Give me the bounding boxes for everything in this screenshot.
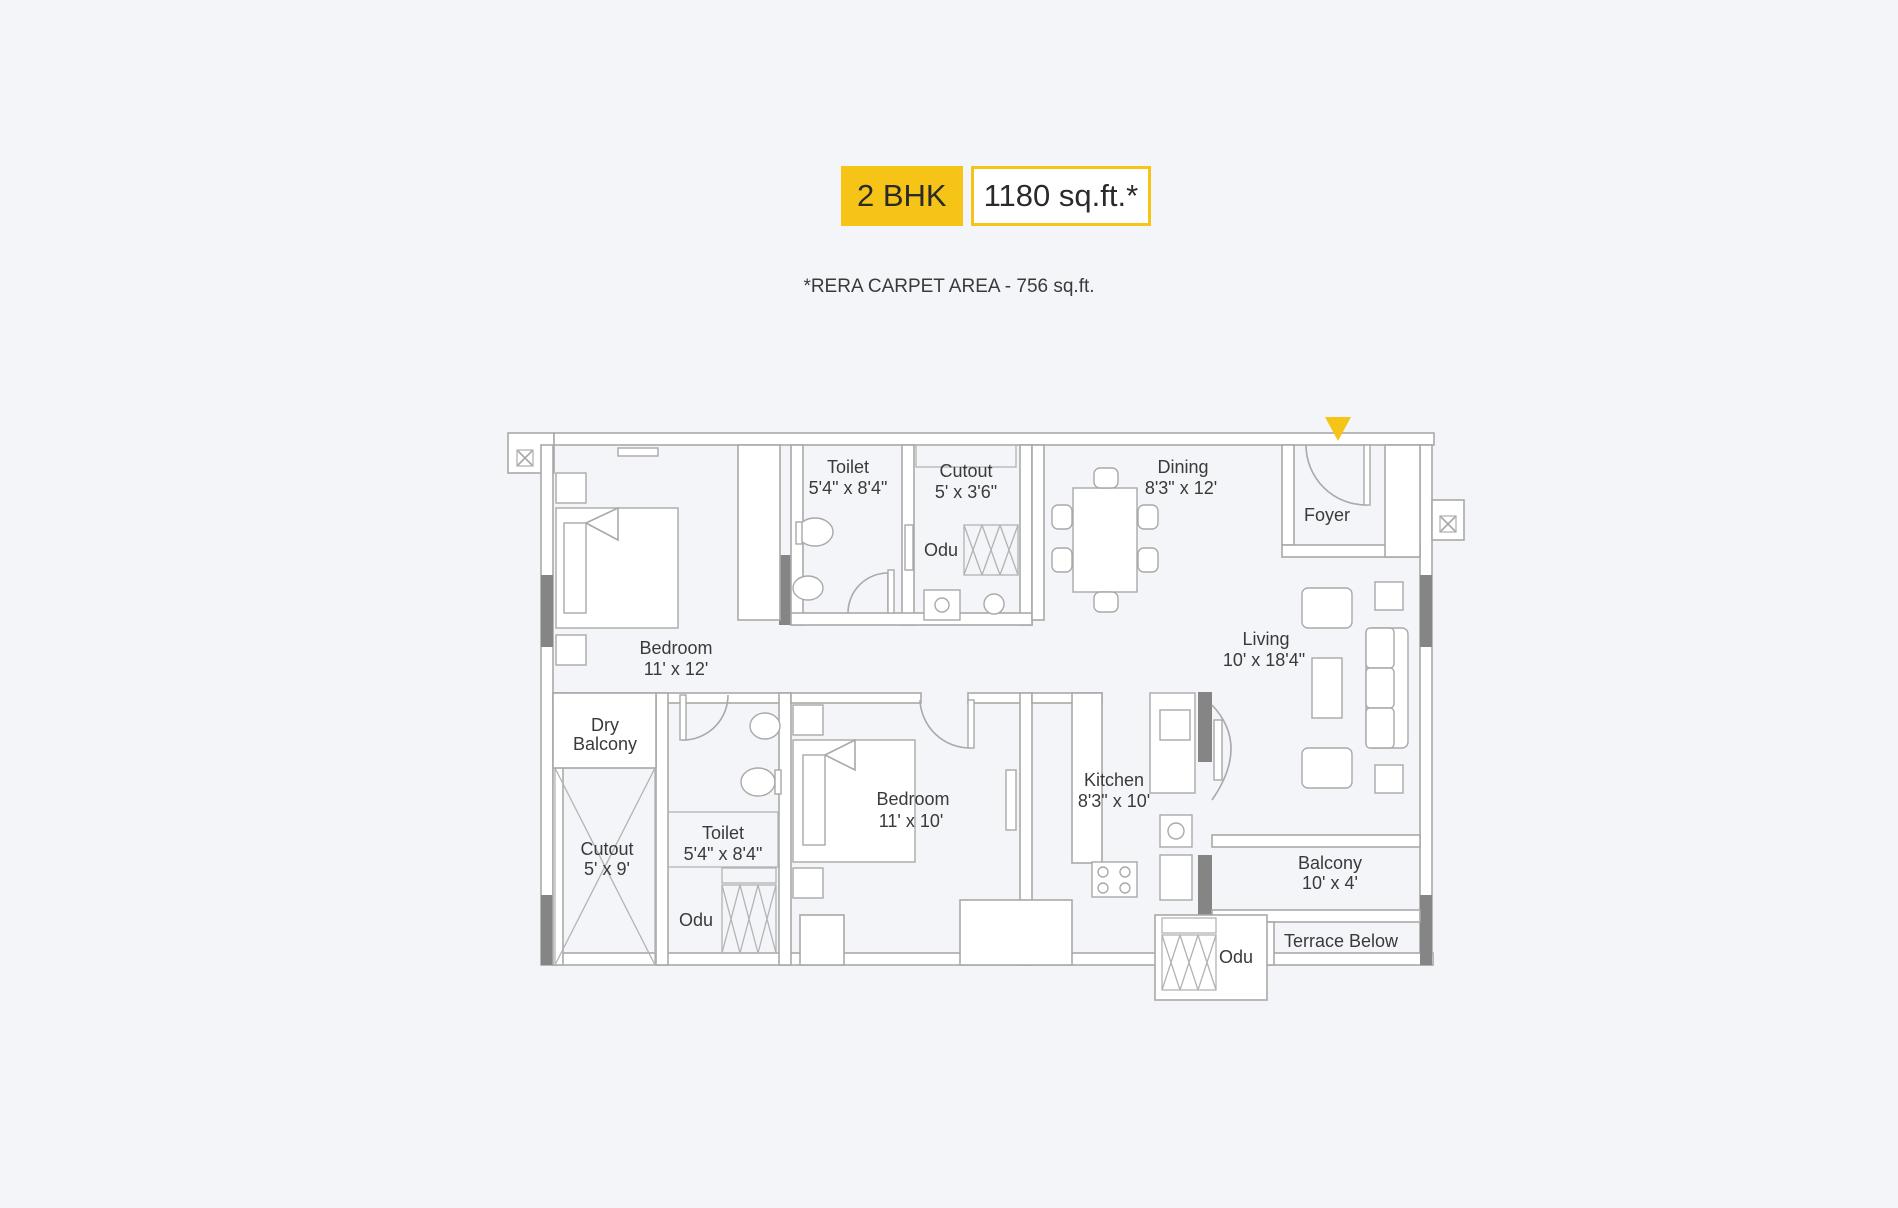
dry-balcony-name-2: Balcony bbox=[573, 734, 637, 754]
odu-2-label: Odu bbox=[679, 910, 713, 930]
kitchen-size: 8'3" x 10' bbox=[1078, 791, 1150, 811]
dining-size: 8'3" x 12' bbox=[1145, 478, 1217, 498]
dining-name: Dining bbox=[1157, 457, 1208, 477]
room-labels: Bedroom 11' x 12' Toilet 5'4" x 8'4" Cut… bbox=[573, 457, 1399, 967]
odu-1-unit bbox=[904, 444, 1019, 621]
odu-3-label: Odu bbox=[1219, 947, 1253, 967]
foyer-door bbox=[1305, 444, 1371, 506]
unit-badges: 2 BHK 1180 sq.ft.* bbox=[841, 166, 1152, 226]
cutout-2-size: 5' x 9' bbox=[584, 859, 630, 879]
odu-2-unit bbox=[721, 867, 777, 954]
cutout-1-size: 5' x 3'6" bbox=[935, 482, 997, 502]
cutout-1-name: Cutout bbox=[939, 461, 992, 481]
toilet-2-fixtures bbox=[667, 694, 782, 868]
toilet-1-name: Toilet bbox=[827, 457, 869, 477]
toilet-1-size: 5'4" x 8'4" bbox=[809, 478, 888, 498]
dry-balcony-name: Dry bbox=[591, 715, 619, 735]
odu-3-unit bbox=[1161, 917, 1217, 991]
bedroom-1-size: 11' x 12' bbox=[644, 659, 709, 679]
unit-area-badge: 1180 sq.ft.* bbox=[970, 166, 1152, 226]
cutout-2-name: Cutout bbox=[580, 839, 633, 859]
entrance-arrow-icon bbox=[1325, 417, 1351, 441]
kitchen-fixtures bbox=[1091, 692, 1232, 901]
interior-walls bbox=[552, 444, 1421, 1001]
unit-type-badge: 2 BHK bbox=[841, 166, 963, 226]
terrace-below-label: Terrace Below bbox=[1284, 931, 1399, 951]
toilet-2-size: 5'4" x 8'4" bbox=[684, 844, 763, 864]
toilet-2-name: Toilet bbox=[702, 823, 744, 843]
kitchen-name: Kitchen bbox=[1084, 770, 1144, 790]
rera-carpet-area-note: *RERA CARPET AREA - 756 sq.ft. bbox=[803, 276, 1095, 297]
toilet-1-fixtures bbox=[792, 517, 895, 614]
living-furniture bbox=[1301, 581, 1409, 794]
bedroom-1-name: Bedroom bbox=[639, 638, 712, 658]
bedroom-2-name: Bedroom bbox=[876, 789, 949, 809]
cutout-left-shaft bbox=[552, 692, 657, 966]
bed-2 bbox=[792, 699, 1017, 899]
balcony-name: Balcony bbox=[1298, 853, 1362, 873]
balcony-size: 10' x 4' bbox=[1302, 873, 1358, 893]
odu-1-label: Odu bbox=[924, 540, 958, 560]
living-size: 10' x 18'4" bbox=[1223, 650, 1305, 670]
bed-1 bbox=[555, 447, 679, 666]
living-name: Living bbox=[1242, 629, 1289, 649]
foyer-label: Foyer bbox=[1304, 505, 1350, 525]
dining-table bbox=[1051, 467, 1159, 613]
bedroom-2-size: 11' x 10' bbox=[879, 811, 944, 831]
